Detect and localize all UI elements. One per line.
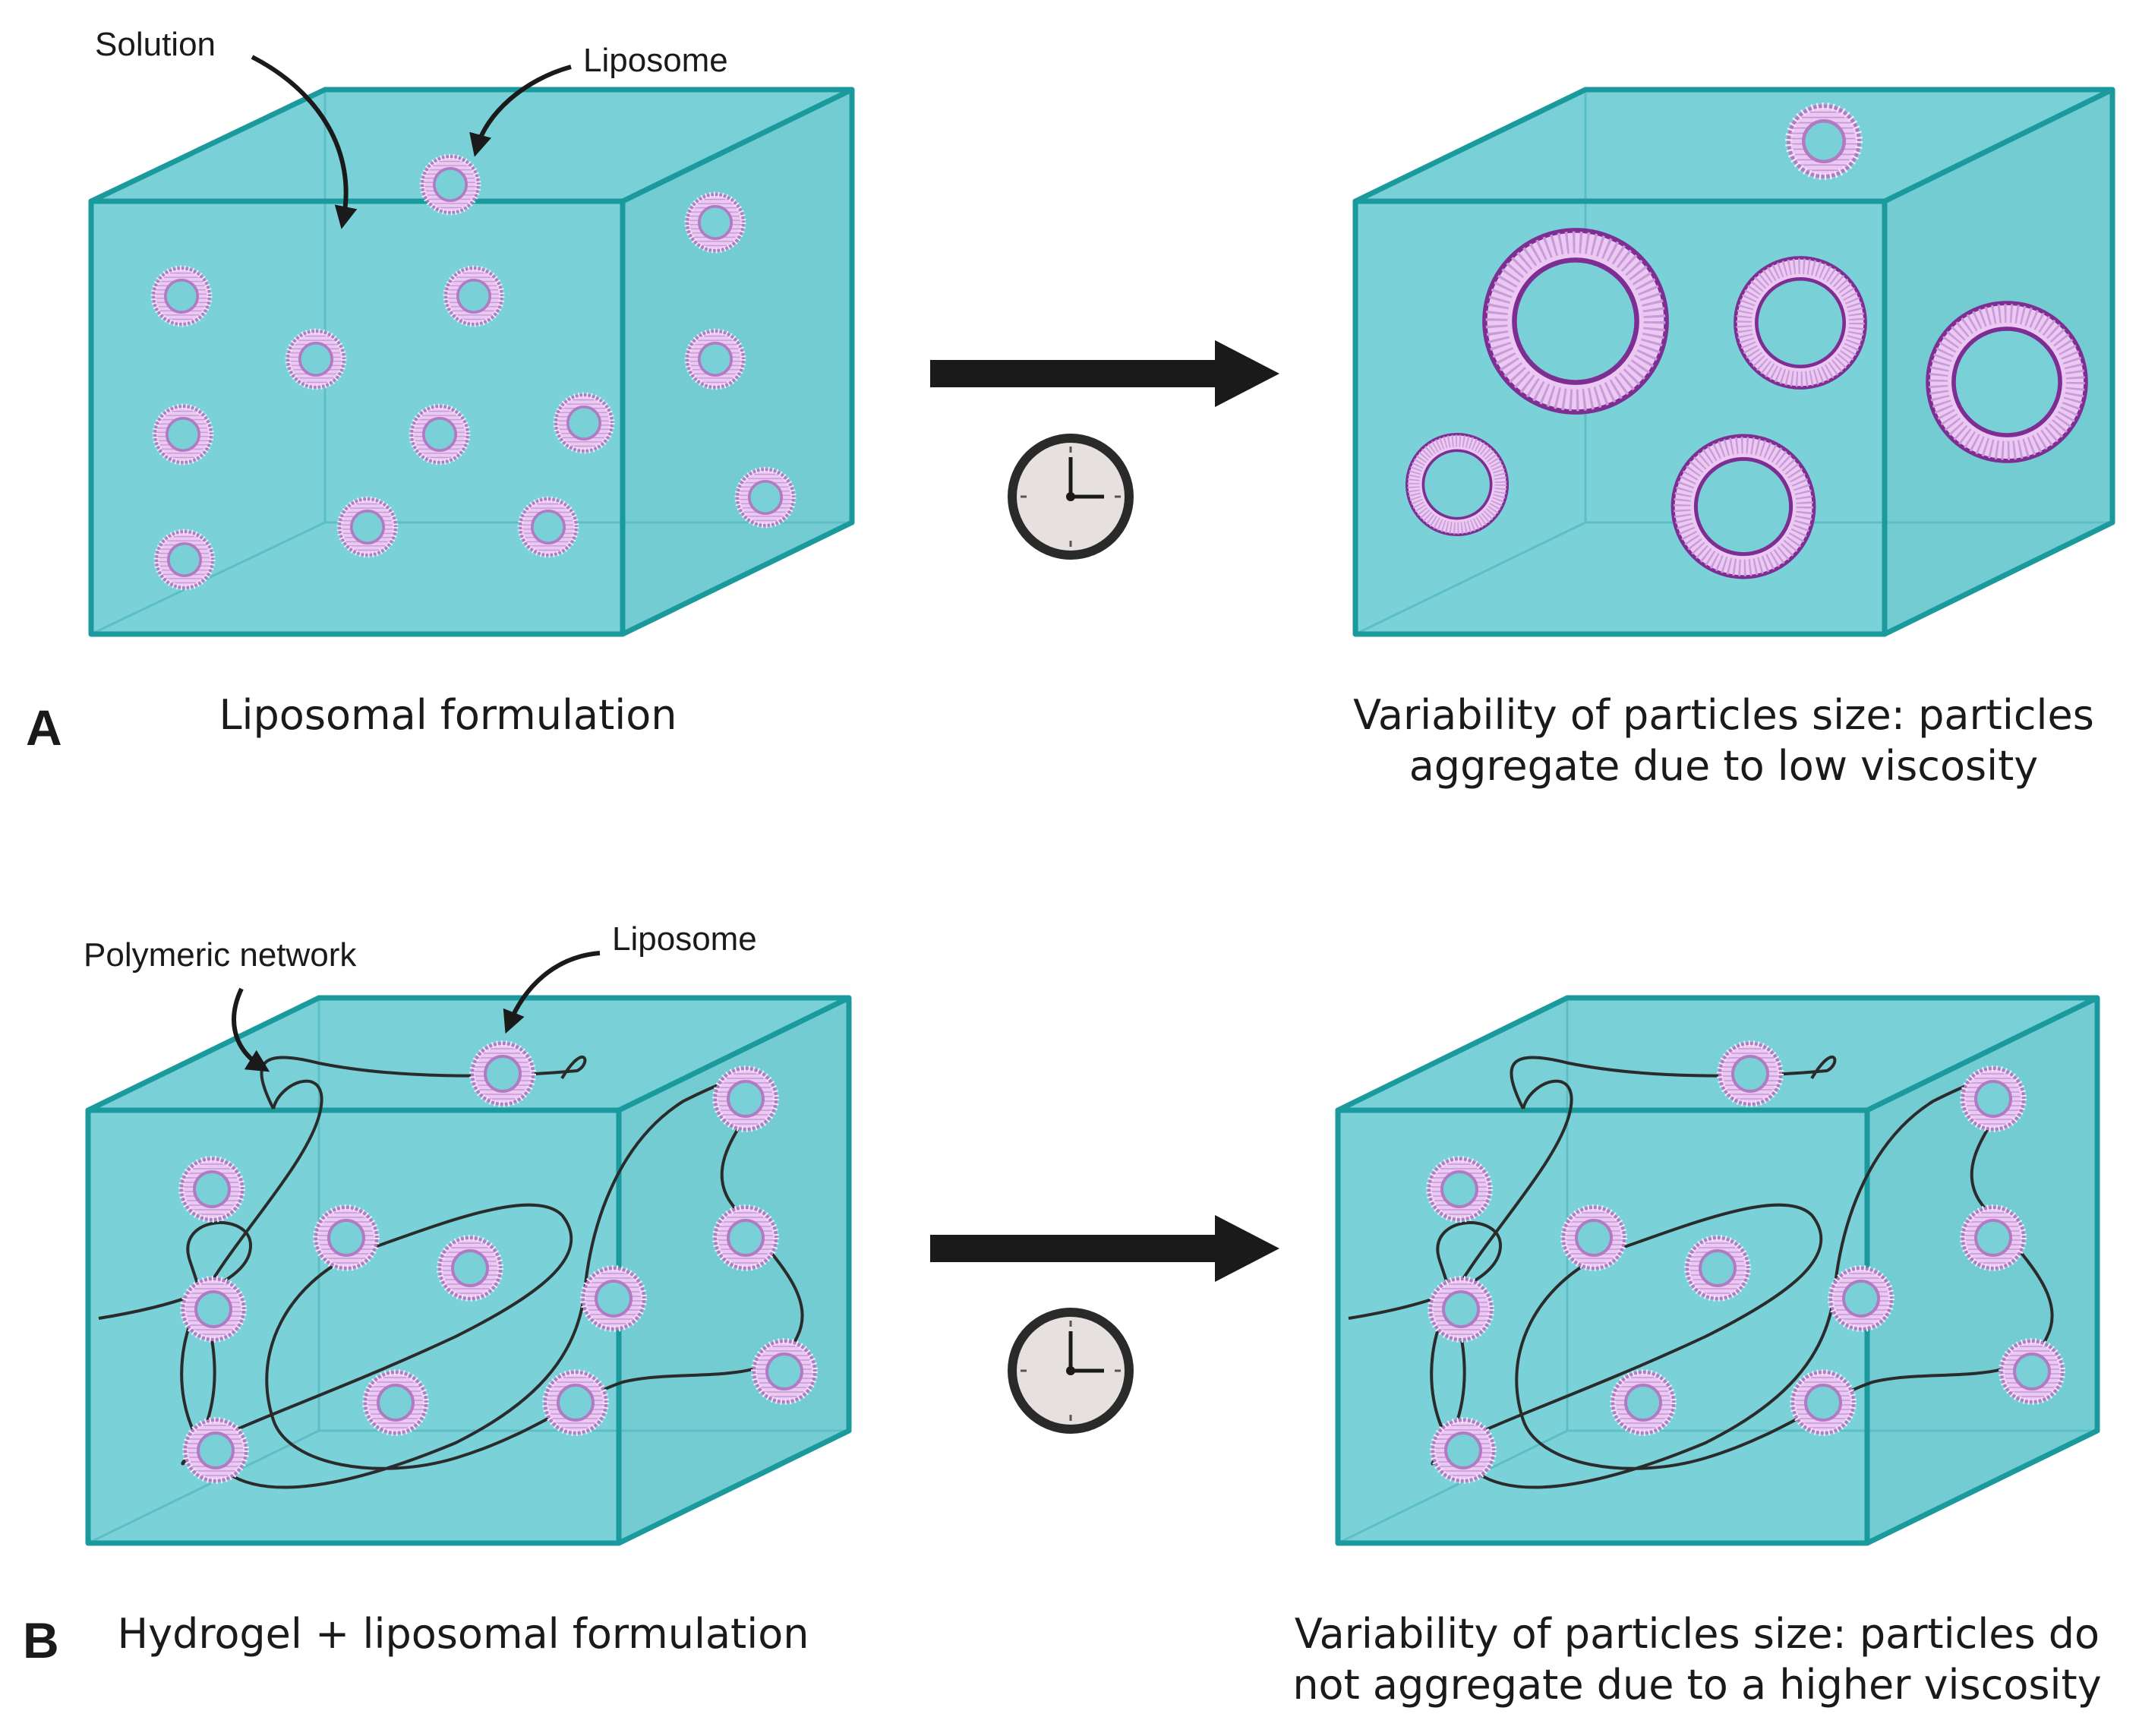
liposome-icon — [1831, 1268, 1891, 1329]
arrow-right-icon — [930, 1215, 1279, 1282]
liposome-pointer-arrow — [503, 951, 601, 1034]
liposome-label-a: Liposome — [583, 42, 728, 79]
caption-a-left: Liposomal formulation — [219, 691, 677, 739]
liposome-icon — [412, 406, 468, 462]
liposome-icon — [737, 469, 793, 526]
liposome-icon — [288, 331, 344, 387]
clock-icon — [1008, 1308, 1134, 1434]
liposome-icon — [422, 156, 478, 213]
liposome-icon — [687, 331, 743, 387]
cube-a-left — [88, 55, 855, 637]
liposome-icon — [472, 1043, 533, 1104]
liposome-icon — [754, 1341, 815, 1402]
liposome-icon — [1433, 1420, 1494, 1481]
liposome-icon — [556, 395, 612, 451]
cube-b-left — [85, 951, 852, 1546]
cube-a-right — [1352, 87, 2115, 637]
liposome-icon — [1407, 434, 1507, 535]
panel-letter-a: A — [26, 699, 62, 756]
liposome-icon — [1484, 230, 1666, 412]
liposome-icon — [583, 1268, 644, 1329]
solution-label: Solution — [95, 26, 216, 63]
liposome-icon — [2002, 1341, 2062, 1402]
liposome-icon — [365, 1372, 426, 1433]
liposome-icon — [181, 1159, 242, 1220]
network-pointer-arrow — [232, 987, 270, 1072]
panel-letter-b: B — [23, 1612, 59, 1668]
liposome-icon — [339, 499, 396, 555]
liposome-icon — [155, 406, 211, 462]
liposome-icon — [1789, 106, 1860, 177]
caption-a-right-line2: aggregate due to low viscosity — [1409, 742, 2039, 790]
caption-b-left: Hydrogel + liposomal formulation — [117, 1610, 809, 1658]
liposome-icon — [1613, 1372, 1674, 1433]
liposome-icon — [1429, 1159, 1490, 1220]
liposome-icon — [156, 532, 213, 588]
cube-b-right — [1335, 995, 2100, 1546]
caption-a-right-line1: Variability of particles size: particles — [1353, 691, 2094, 739]
liposome-icon — [1928, 303, 2086, 461]
liposome-pointer-arrow — [469, 65, 572, 157]
liposome-icon — [1963, 1068, 2024, 1129]
liposome-label-b: Liposome — [612, 920, 757, 958]
solution-pointer-arrow — [251, 55, 358, 229]
liposome-icon — [185, 1420, 246, 1481]
caption-b-right-line1: Variability of particles size: particles… — [1294, 1610, 2100, 1658]
caption-b-right-line2: not aggregate due to a higher viscosity — [1292, 1661, 2102, 1709]
liposome-icon — [1687, 1238, 1748, 1299]
polymer-strand — [98, 1075, 804, 1489]
liposome-icon — [153, 268, 210, 324]
liposome-icon — [446, 268, 502, 324]
liposome-icon — [520, 499, 576, 555]
liposome-icon — [1563, 1207, 1624, 1268]
liposome-icon — [183, 1279, 244, 1340]
liposome-icon — [1431, 1279, 1491, 1340]
liposome-icon — [1793, 1372, 1853, 1433]
liposome-icon — [1963, 1207, 2024, 1268]
clock-icon — [1008, 434, 1134, 560]
liposome-icon — [715, 1068, 776, 1129]
liposome-icon — [715, 1207, 776, 1268]
arrow-right-icon — [930, 340, 1279, 407]
liposome-icon — [687, 194, 743, 251]
liposome-icon — [440, 1238, 500, 1299]
liposome-icon — [545, 1372, 606, 1433]
network-label: Polymeric network — [84, 936, 357, 974]
liposome-icon — [1673, 436, 1814, 577]
liposome-icon — [1735, 257, 1865, 387]
liposome-icon — [1720, 1043, 1781, 1104]
liposome-icon — [316, 1207, 377, 1268]
